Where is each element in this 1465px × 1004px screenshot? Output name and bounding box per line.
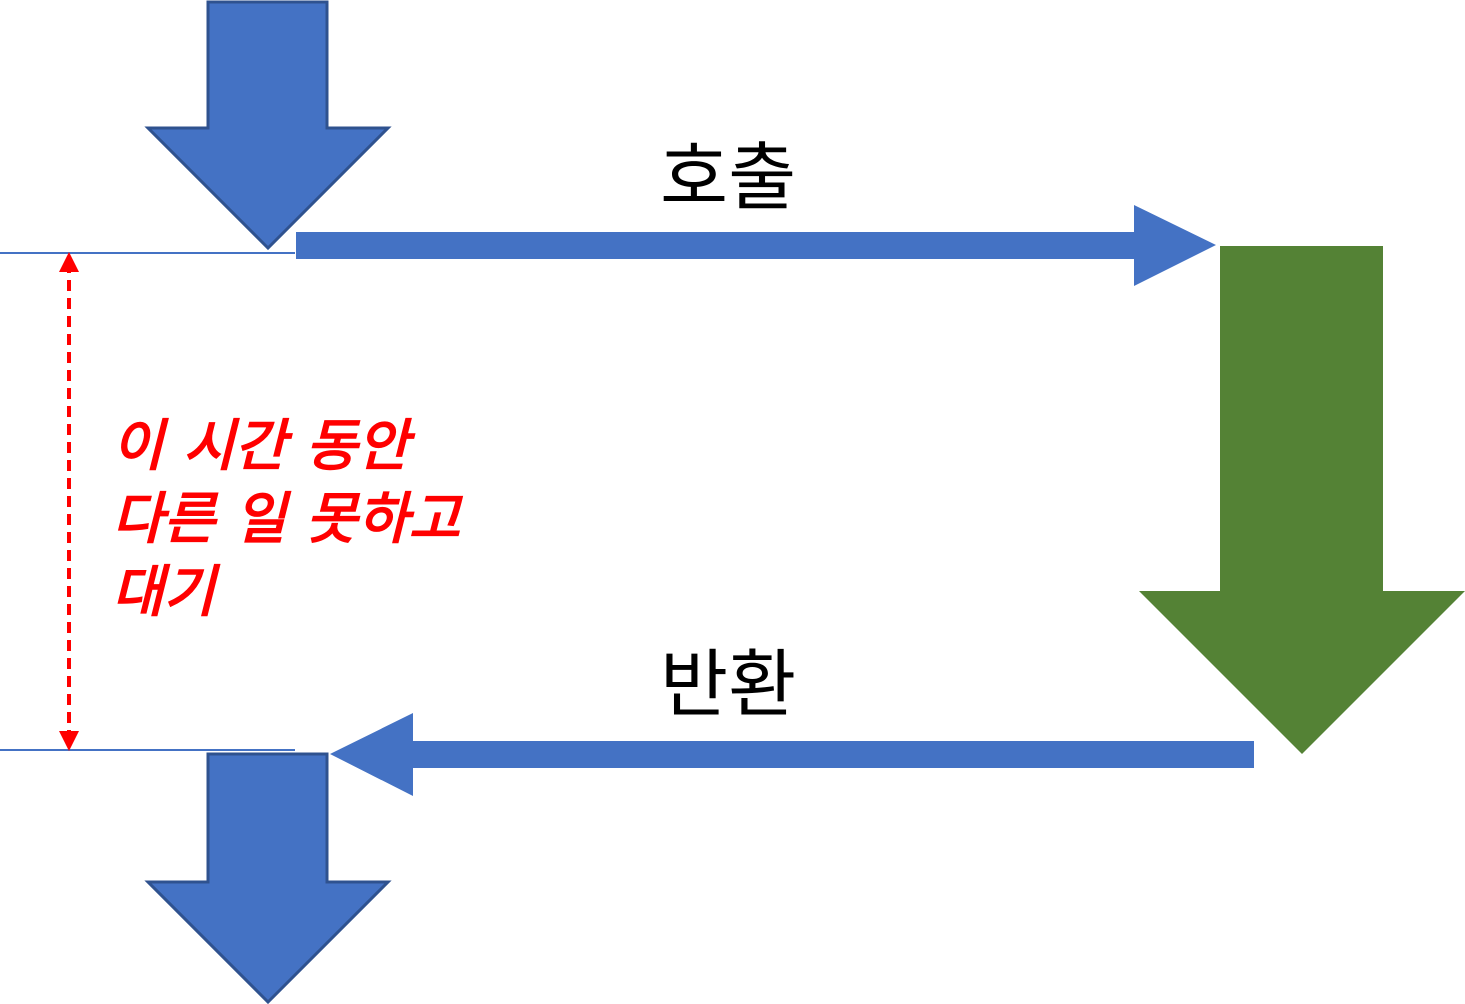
- caller-arrow-bottom: [144, 752, 392, 1004]
- callee-arrow: [1139, 246, 1465, 754]
- wait-note-line: 이 시간 동안: [112, 414, 409, 479]
- return-arrow: [330, 713, 1254, 796]
- call-label: 호출: [660, 135, 797, 221]
- call-arrow: [296, 205, 1216, 286]
- wait-note: 이 시간 동안 다른 일 못하고 대기: [112, 410, 460, 629]
- caller-arrow-top: [144, 0, 392, 251]
- wait-note-line: 대기: [112, 560, 216, 625]
- wait-note-line: 다른 일 못하고: [112, 487, 461, 552]
- return-label: 반환: [660, 642, 797, 728]
